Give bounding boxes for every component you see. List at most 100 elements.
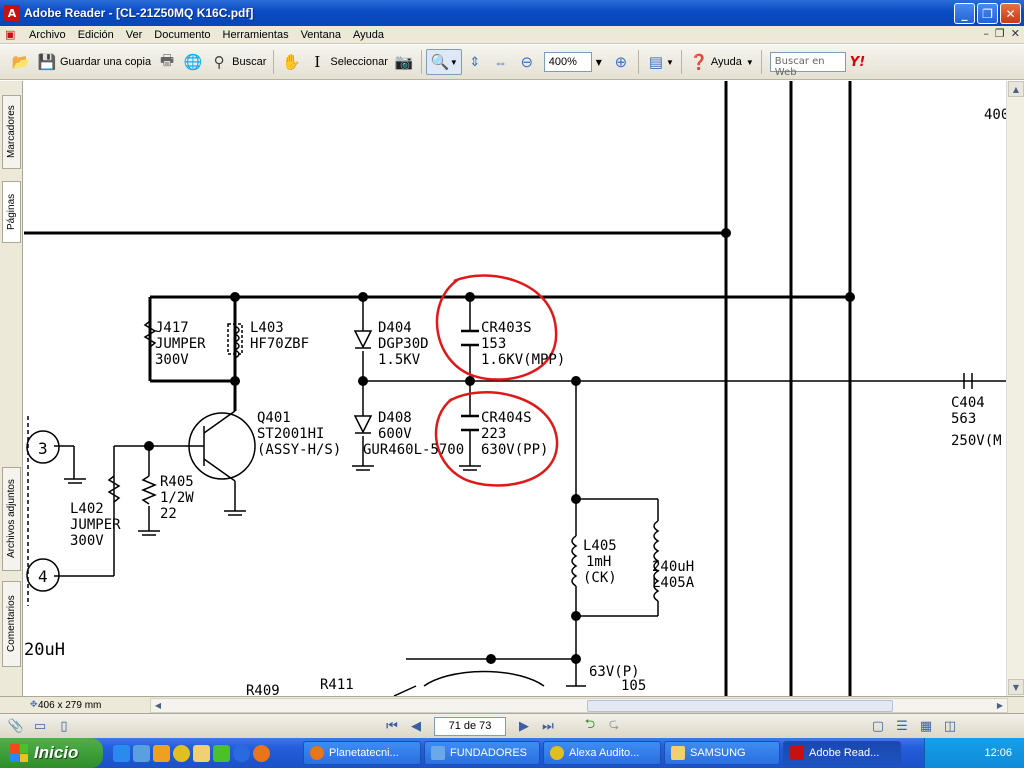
task-planetatecni[interactable]: Planetatecni...	[303, 741, 421, 765]
single-page-view-icon[interactable]: ▢	[871, 718, 885, 734]
doc-close-button[interactable]: ✕	[1010, 27, 1020, 40]
zoom-level-input[interactable]	[543, 52, 592, 72]
document-view[interactable]: 400 J417 JUMPER 300V L403 HF70ZBF D404 D…	[24, 81, 1006, 696]
firefox-icon[interactable]	[253, 744, 270, 762]
svg-text:1.6KV(MPP): 1.6KV(MPP)	[481, 352, 565, 368]
chrome-icon[interactable]	[173, 744, 190, 762]
select-tool-button[interactable]: Ⅰ Seleccionar	[304, 49, 390, 75]
email-button[interactable]: 🌐	[180, 49, 206, 75]
continuous-view-icon[interactable]: ☰	[896, 718, 908, 734]
last-page-icon[interactable]: ⏭	[542, 718, 554, 734]
horizontal-scroll-thumb[interactable]	[587, 700, 893, 712]
yahoo-icon[interactable]: Y!	[849, 54, 866, 70]
tab-comments[interactable]: Comentarios	[2, 581, 21, 667]
toolbar-separator	[637, 50, 639, 74]
binoculars-icon: ⚲	[213, 54, 225, 71]
menu-documento[interactable]: Documento	[154, 28, 211, 41]
previous-page-icon[interactable]: ◀	[411, 718, 421, 734]
task-fundadores[interactable]: FUNDADORES	[424, 741, 540, 765]
task-alexa[interactable]: Alexa Audito...	[543, 741, 661, 765]
plus-circle-icon: ⊕	[614, 54, 628, 71]
minus-circle-icon: ⊖	[520, 54, 534, 71]
web-search-input[interactable]: Buscar en Web	[769, 52, 846, 78]
go-forward-icon[interactable]: ⮎	[608, 717, 620, 732]
paperclip-icon[interactable]: 📎	[7, 718, 25, 734]
messenger-icon[interactable]	[213, 744, 230, 762]
printer-icon: 🖶	[160, 51, 175, 69]
svg-text:D408: D408	[378, 410, 412, 426]
tab-pages[interactable]: Páginas	[2, 181, 21, 243]
svg-text:400: 400	[984, 107, 1006, 123]
facing-view-icon[interactable]: ▦	[919, 718, 933, 734]
page-icon[interactable]: ▯	[60, 718, 68, 734]
close-button[interactable]: ✕	[1000, 3, 1021, 24]
save-copy-button[interactable]: 💾 Guardar una copia	[34, 49, 154, 75]
zoom-out-button[interactable]: ⊖	[514, 49, 540, 75]
page-layout-button[interactable]: ▤ ▼	[643, 49, 677, 75]
tab-bookmarks[interactable]: Marcadores	[2, 95, 21, 169]
ie-icon[interactable]	[113, 744, 130, 762]
toolbar: 📂 💾 Guardar una copia 🖶 🌐 ⚲ Buscar ✋ Ⅰ S…	[0, 45, 1024, 80]
zoom-tool-button[interactable]: 🔍 ▼	[425, 49, 462, 75]
menu-herramientas[interactable]: Herramientas	[222, 28, 289, 41]
toolbar-separator	[680, 50, 682, 74]
hand-tool-button[interactable]: ✋	[278, 49, 304, 75]
menu-edicion[interactable]: Edición	[77, 28, 114, 41]
zoom-in-button[interactable]: ⊕	[608, 49, 634, 75]
desktop-icon[interactable]	[133, 744, 150, 762]
print-button[interactable]: 🖶	[154, 49, 180, 75]
svg-text:240uH: 240uH	[652, 559, 694, 575]
first-page-icon[interactable]: ⏮	[386, 718, 398, 734]
media-player-icon[interactable]	[153, 744, 170, 762]
clock[interactable]: 12:06	[984, 747, 1012, 759]
fit-page-button[interactable]: ⇕	[462, 49, 488, 75]
snapshot-button[interactable]: 📷	[391, 49, 417, 75]
page-number-input[interactable]: 71 de 73	[434, 716, 506, 736]
svg-text:R405: R405	[160, 474, 194, 490]
start-button[interactable]: Inicio	[0, 738, 103, 768]
continuous-facing-view-icon[interactable]: ◫	[943, 718, 957, 734]
svg-text:(ASSY-H/S): (ASSY-H/S)	[257, 442, 341, 458]
svg-text:R409: R409	[246, 683, 280, 696]
folder-icon[interactable]	[193, 744, 210, 762]
firefox-icon	[310, 746, 324, 760]
task-adobe-reader[interactable]: Adobe Read...	[783, 741, 901, 765]
next-page-icon[interactable]: ▶	[519, 718, 529, 734]
svg-text:J417: J417	[155, 320, 189, 336]
scroll-right-arrow-icon[interactable]: ▶	[996, 701, 1004, 710]
vertical-scrollbar[interactable]: ▲ ▼	[1006, 81, 1024, 696]
horizontal-scrollbar[interactable]: ◀ ▶	[150, 698, 1008, 713]
windows-logo-icon	[10, 744, 28, 762]
search-button[interactable]: ⚲ Buscar	[206, 49, 269, 75]
minimize-button[interactable]: _	[954, 3, 975, 24]
monitor-icon[interactable]: ▭	[33, 718, 47, 734]
scroll-left-arrow-icon[interactable]: ◀	[154, 701, 162, 710]
svg-text:JUMPER: JUMPER	[155, 336, 206, 352]
scroll-down-arrow-icon[interactable]: ▼	[1008, 679, 1024, 695]
go-back-icon[interactable]: ⮌	[584, 717, 596, 732]
task-samsung[interactable]: SAMSUNG	[664, 741, 780, 765]
svg-text:L402: L402	[70, 501, 104, 517]
page-layout-icon: ▤	[648, 54, 664, 71]
document-icon[interactable]: ▣	[5, 27, 16, 41]
chevron-down-icon: ▼	[449, 57, 458, 67]
svg-text:563: 563	[951, 411, 976, 427]
svg-text:223: 223	[481, 426, 506, 442]
tab-attachments[interactable]: Archivos adjuntos	[2, 467, 21, 571]
menu-ver[interactable]: Ver	[125, 28, 143, 41]
zoom-dropdown-chevron-icon[interactable]: ▼	[595, 57, 602, 67]
doc-minimize-button[interactable]: –	[983, 27, 989, 40]
fit-width-button[interactable]: ⇔	[488, 49, 514, 75]
menu-ventana[interactable]: Ventana	[300, 28, 341, 41]
svg-text:22: 22	[160, 506, 177, 522]
doc-restore-button[interactable]: ❐	[994, 27, 1005, 40]
windows-media-icon[interactable]	[233, 744, 250, 762]
open-button[interactable]: 📂	[8, 49, 34, 75]
restore-button[interactable]: ❐	[977, 3, 998, 24]
menu-archivo[interactable]: Archivo	[29, 28, 66, 41]
toolbar-separator	[420, 50, 422, 74]
help-button[interactable]: ❓ Ayuda ▼	[686, 49, 757, 75]
menu-ayuda[interactable]: Ayuda	[352, 28, 384, 41]
text-cursor-icon: Ⅰ	[314, 53, 321, 71]
scroll-up-arrow-icon[interactable]: ▲	[1008, 81, 1024, 97]
